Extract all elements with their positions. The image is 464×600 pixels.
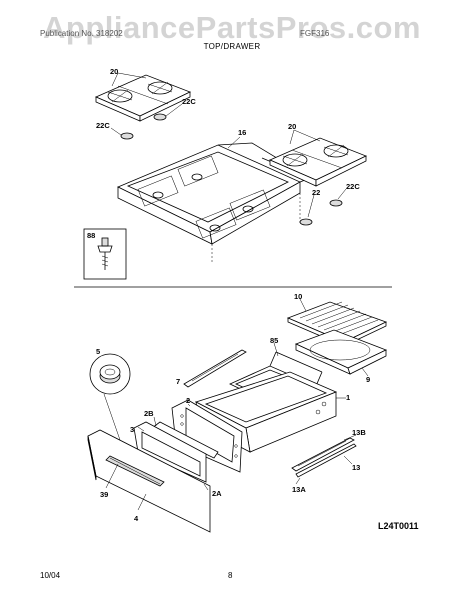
drawer-inner-panel [133,421,207,483]
illustration-code: L24T0011 [378,521,419,531]
callout-9: 9 [366,375,370,384]
drawer-front-panel [87,429,211,533]
callout-10: 10 [294,292,302,301]
callout-22c-left: 22C [96,121,110,130]
callout-13a: 13A [292,485,306,494]
callout-2b: 2B [144,409,154,418]
callout-22: 22 [312,188,320,197]
left-burner-caps [120,113,167,140]
callout-16: 16 [238,128,246,137]
drawer-glide-lower [291,437,357,478]
callout-13: 13 [352,463,360,472]
callout-22c-right: 22C [346,182,360,191]
callout-3: 3 [130,425,134,434]
callout-22c-upper: 22C [182,97,196,106]
callout-88: 88 [87,231,95,240]
callout-85: 85 [270,336,278,345]
footer-page-number: 8 [228,571,233,580]
publication-number: Publication No. 318202 [40,29,123,38]
knob-inset [89,353,131,441]
callout-7: 7 [176,377,180,386]
callout-5: 5 [96,347,100,356]
footer-date: 10/04 [40,571,61,580]
callout-20-right: 20 [288,122,296,131]
callout-2: 2 [186,396,190,405]
callout-1: 1 [346,393,350,402]
left-burner-grate [94,74,192,122]
section-title: TOP/DRAWER [203,42,261,51]
callout-13b: 13B [352,428,366,437]
callout-4: 4 [134,514,139,523]
right-burner-caps [299,199,343,226]
watermark: AppliancePartsPros.com [43,10,421,45]
right-burner-grate [269,137,368,187]
drawer-glide-upper [183,349,247,388]
main-cooktop [117,142,311,262]
model-number: FGF316 [300,29,330,38]
broiler-pan [294,329,388,375]
callout-39: 39 [100,490,108,499]
callout-2a: 2A [212,489,222,498]
callout-20-left: 20 [110,67,118,76]
spark-electrode-inset [83,228,127,280]
